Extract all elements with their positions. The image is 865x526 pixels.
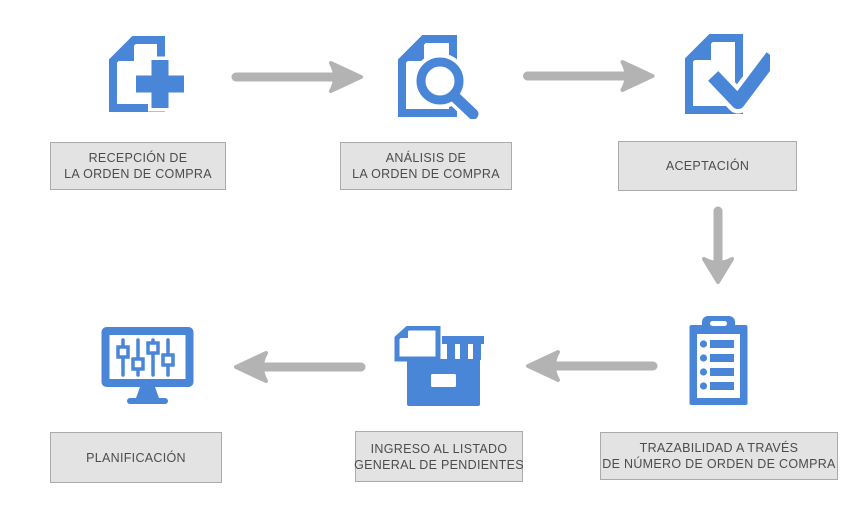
monitor-sliders-icon: [101, 327, 194, 404]
clipboard-list-icon: [689, 316, 748, 405]
step-label-line: DE NÚMERO DE ORDEN DE COMPRA: [602, 457, 836, 471]
step-label-line: GENERAL DE PENDIENTES: [354, 457, 524, 472]
step-label-box-recepcion: RECEPCIÓN DE LA ORDEN DE COMPRA: [50, 142, 226, 190]
arrow-right-icon: [523, 60, 655, 92]
step-label-line: PLANIFICACIÓN: [86, 450, 186, 465]
arrow-left-icon: [526, 350, 658, 382]
step-label-line: RECEPCIÓN DE: [88, 151, 188, 165]
step-label-box-trazabilidad: TRAZABILIDAD A TRAVÉS DE NÚMERO DE ORDEN…: [600, 432, 838, 480]
step-label-line: ANÁLISIS DE: [385, 151, 467, 165]
document-search-icon: [398, 35, 482, 119]
step-label-box-planificacion: PLANIFICACIÓN: [50, 432, 222, 483]
step-label-line: LA ORDEN DE COMPRA: [352, 167, 500, 181]
step-label-box-analisis: ANÁLISIS DE LA ORDEN DE COMPRA: [340, 142, 512, 190]
arrow-left-icon: [234, 351, 366, 383]
step-label-box-ingreso: INGRESO AL LISTADO GENERAL DE PENDIENTES: [354, 431, 524, 482]
step-label-line: TRAZABILIDAD A TRAVÉS: [639, 441, 799, 455]
document-check-icon: [685, 34, 770, 114]
arrow-right-icon: [231, 61, 363, 93]
document-add-icon: [109, 36, 188, 112]
step-label-line: INGRESO AL LISTADO: [370, 441, 508, 456]
step-label-box-aceptacion: ACEPTACIÓN: [618, 141, 797, 191]
drawer-files-icon: [394, 326, 484, 406]
arrow-down-icon: [702, 206, 734, 284]
step-label-line: LA ORDEN DE COMPRA: [64, 167, 212, 181]
step-label-line: ACEPTACIÓN: [665, 159, 750, 173]
